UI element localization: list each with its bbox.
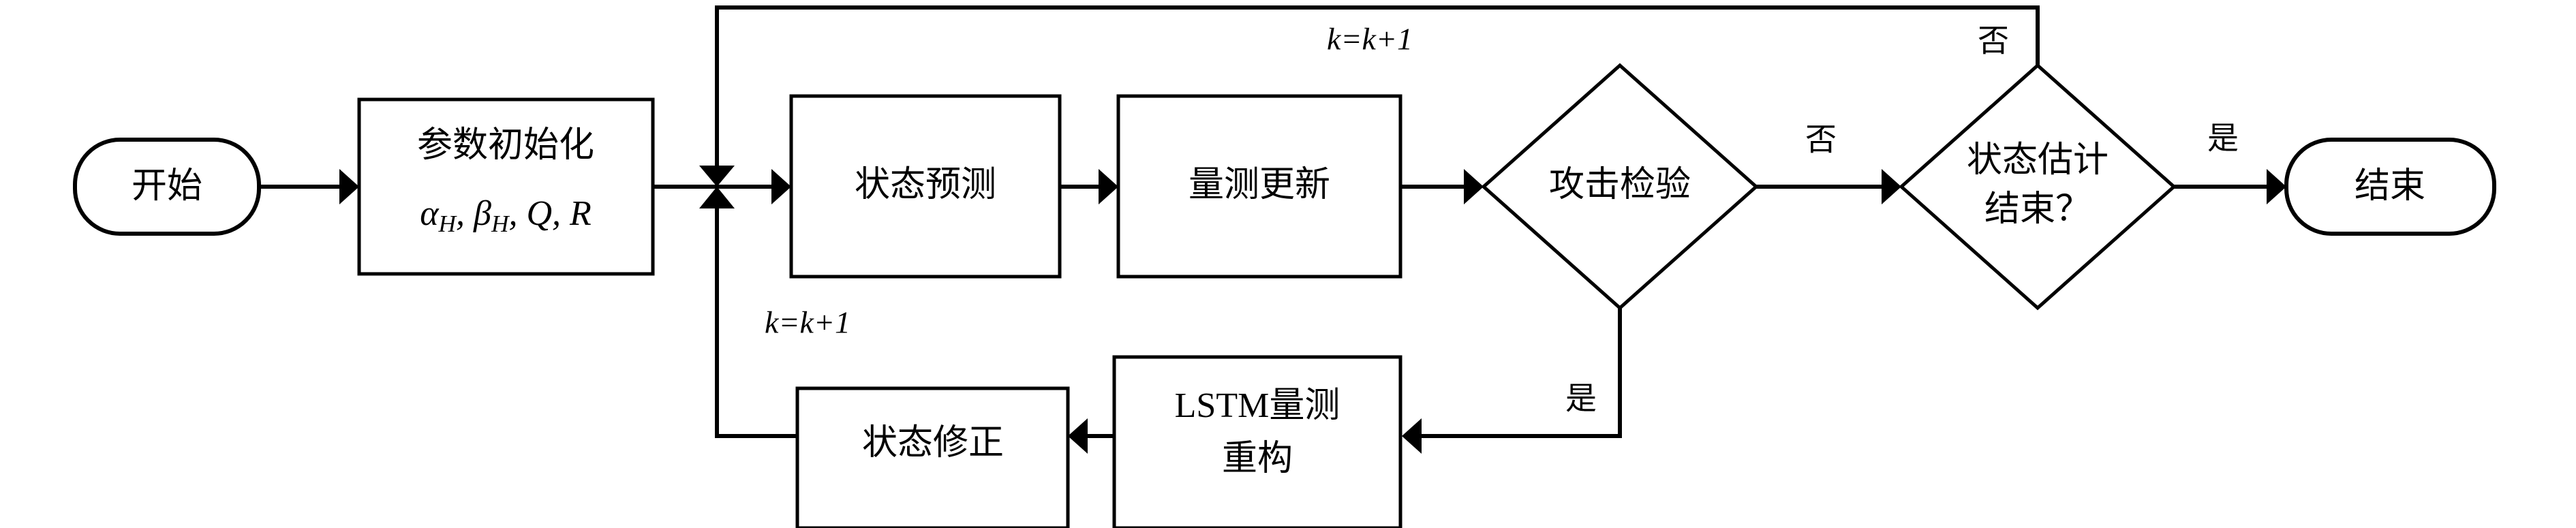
edge-label-estimation-done-yes: 是 bbox=[2207, 121, 2239, 156]
node-state-correction[interactable]: 状态修正 bbox=[795, 386, 1070, 528]
node-end[interactable]: 结束 bbox=[2284, 138, 2496, 236]
node-state-correction-label: 状态修正 bbox=[862, 424, 1004, 463]
node-attack-detection-label: 攻击检验 bbox=[1549, 166, 1691, 204]
node-estimation-complete-label-line2: 结束？ bbox=[1984, 190, 2091, 229]
edge-lstm-to-state-correct bbox=[1068, 418, 1114, 454]
edge-label-bottom-loop-increment: k=k+1 bbox=[765, 305, 850, 340]
edge-init-to-state-predict bbox=[653, 169, 791, 204]
node-state-prediction-label: 状态预测 bbox=[855, 166, 996, 204]
node-start[interactable]: 开始 bbox=[73, 138, 261, 236]
edge-estimation-yes-to-end bbox=[2174, 169, 2286, 204]
node-attack-detection[interactable]: 攻击检验 bbox=[1481, 63, 1759, 311]
edge-label-attack-detect-yes: 是 bbox=[1565, 382, 1597, 416]
node-init-label-line1: 参数初始化 bbox=[417, 126, 594, 165]
node-measurement-update-label: 量测更新 bbox=[1189, 166, 1330, 204]
node-init-label-line2: αH, βH, Q, R bbox=[420, 194, 592, 237]
edge-label-attack-detect-no: 否 bbox=[1805, 123, 1837, 157]
node-end-label: 结束 bbox=[2355, 167, 2425, 206]
node-estimation-complete-label-line1: 状态估计 bbox=[1967, 141, 2109, 180]
edge-state-correct-loop bbox=[699, 187, 797, 438]
node-lstm-measurement-reconstruction[interactable]: LSTM量测 重构 bbox=[1112, 355, 1402, 528]
edge-attack-detect-no bbox=[1756, 169, 1901, 204]
node-parameter-initialization[interactable]: 参数初始化 αH, βH, Q, R bbox=[357, 97, 655, 276]
node-start-label: 开始 bbox=[132, 167, 202, 206]
edge-start-to-init bbox=[259, 169, 359, 204]
edge-state-predict-to-meas-update bbox=[1060, 169, 1118, 204]
edge-label-estimation-done-no: 否 bbox=[1978, 24, 2009, 59]
node-state-prediction[interactable]: 状态预测 bbox=[789, 94, 1062, 279]
edge-label-top-loop-increment: k=k+1 bbox=[1327, 22, 1413, 57]
node-measurement-update[interactable]: 量测更新 bbox=[1116, 94, 1402, 279]
node-lstm-label-line1: LSTM量测 bbox=[1175, 386, 1340, 425]
node-lstm-label-line2: 重构 bbox=[1222, 439, 1293, 478]
node-estimation-complete[interactable]: 状态估计 结束？ bbox=[1899, 63, 2177, 311]
edge-meas-update-to-attack-detect bbox=[1400, 169, 1484, 204]
edge-estimation-no-loop bbox=[699, 5, 2040, 187]
edge-attack-detect-yes bbox=[1402, 308, 1622, 454]
